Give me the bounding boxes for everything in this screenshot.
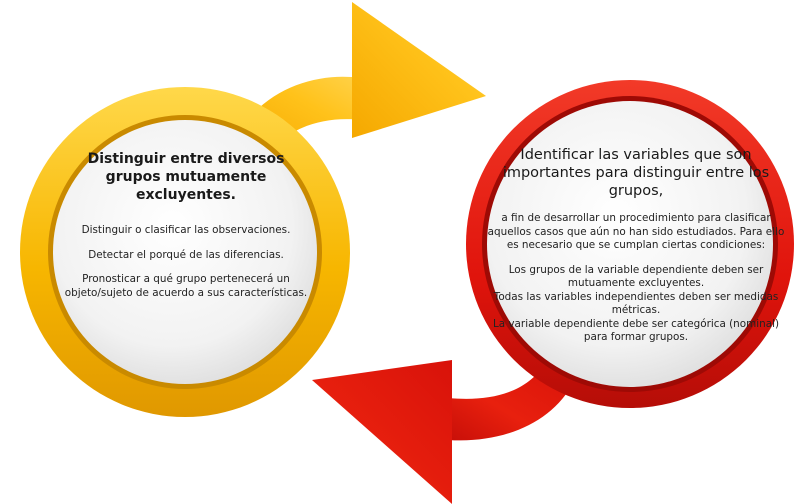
left-circle-text: Distinguir entre diversos grupos mutuame… <box>62 150 310 300</box>
left-item-1: Distinguir o clasificar las observacione… <box>81 224 291 236</box>
right-circle-text: Identificar las variables que son import… <box>486 146 786 345</box>
right-condition-2: Todas las variables independientes deben… <box>493 290 779 317</box>
right-condition-1: Los grupos de la variable dependiente de… <box>508 263 764 290</box>
right-disc <box>487 101 773 387</box>
right-condition-3: La variable dependiente debe ser categór… <box>492 317 780 344</box>
left-item-2: Detectar el porqué de las diferencias. <box>88 248 284 261</box>
left-disc <box>53 120 317 384</box>
red-arrow-head <box>312 360 452 504</box>
left-item-3: Pronosticar a qué grupo pertenecerá un o… <box>64 273 308 299</box>
right-intro: a fin de desarrollar un procedimiento pa… <box>487 212 785 251</box>
yellow-arrow-head <box>352 2 486 138</box>
right-heading: Identificar las variables que son import… <box>502 147 770 199</box>
left-heading: Distinguir entre diversos grupos mutuame… <box>87 151 285 203</box>
